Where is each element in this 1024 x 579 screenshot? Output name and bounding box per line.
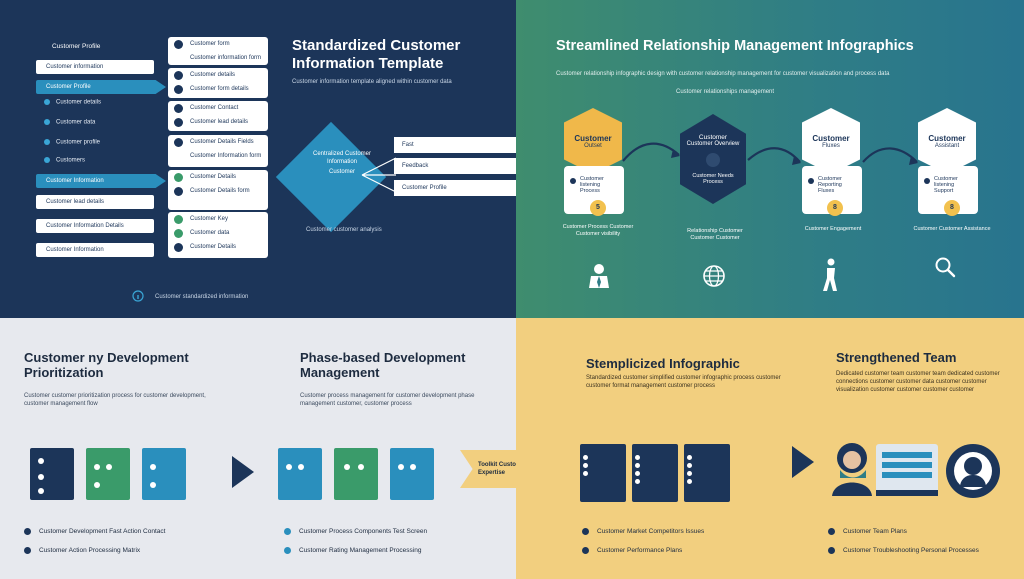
- connector-lines: [361, 157, 397, 193]
- info-icon: [132, 290, 144, 302]
- panel-title: Stemplicized Infographic: [586, 356, 740, 371]
- list-bar: Customer Information: [36, 243, 154, 257]
- panel-text: Customer process management for customer…: [300, 393, 475, 407]
- arrow-bar: Feedback: [394, 158, 516, 174]
- info-card: Customer Details Customer Details form: [168, 170, 268, 210]
- arrow-bar: Customer Profile: [394, 180, 516, 196]
- panel-subtitle: Customer information template aligned wi…: [292, 79, 452, 85]
- bullet-item: Customer Rating Management Processing: [284, 547, 421, 554]
- data-column: [580, 444, 626, 502]
- panel-customer-information: Customer Profile Customer information Cu…: [0, 0, 516, 318]
- panel-title: Standardized Customer Information Templa…: [292, 37, 461, 72]
- phase-block: [278, 448, 322, 500]
- panel-text: Standardized customer simplified custome…: [586, 375, 781, 389]
- panel-subtitle: Customer relationship infographic design…: [556, 71, 890, 77]
- panel-subtitle-2: Customer relationships management: [676, 89, 775, 95]
- step-hexagon: Customer Assistant: [918, 108, 976, 174]
- diamond-caption: Customer customer analysis: [306, 227, 382, 233]
- building-icon: [876, 444, 938, 496]
- panel-development-prioritization: Customer ny Development Prioritization C…: [0, 318, 516, 579]
- magnifier-icon: [935, 257, 956, 278]
- info-card: Customer Contact Customer lead details: [168, 101, 268, 131]
- list-bar: Customer Information Details: [36, 219, 154, 233]
- step-card: Customer listening Support: [918, 166, 978, 214]
- phase-block: [334, 448, 378, 500]
- flow-connector: [862, 147, 918, 165]
- step-caption: Customer Process Customer Customer visib…: [562, 224, 634, 237]
- circle-icon: [174, 104, 183, 113]
- panel-text: Customer customer prioritization process…: [24, 393, 206, 407]
- flow-connector: [747, 147, 801, 165]
- bullet-item: Customer Troubleshooting Personal Proces…: [828, 547, 979, 554]
- circle-icon: [174, 40, 183, 49]
- circle-icon: [174, 243, 183, 252]
- list-bar-highlight: Customer Information: [36, 174, 166, 188]
- bullet-item: Customer Process Components Test Screen: [284, 528, 427, 535]
- arrow-bar: Fast: [394, 137, 516, 153]
- circle-icon: [174, 187, 183, 196]
- info-card: Customer form Customer information form: [168, 37, 268, 65]
- step-caption: Relationship Customer Customer Customer: [687, 228, 743, 241]
- panel-text: Dedicated customer team customer team de…: [836, 371, 1000, 393]
- circle-icon: [174, 118, 183, 127]
- panel-title: Phase-based Development Management: [300, 350, 466, 380]
- info-card: Customer Key Customer data Customer Deta…: [168, 212, 268, 258]
- panel-relationship-management: Streamlined Relationship Management Info…: [516, 0, 1024, 318]
- chevron-right-icon: [232, 456, 254, 488]
- data-column: [632, 444, 678, 502]
- dot-item: Customers: [44, 157, 85, 164]
- bullet-item: Customer Action Processing Matrix: [24, 547, 140, 554]
- list-bar-highlight: Customer Profile: [36, 80, 166, 94]
- bullet-item: Customer Market Competitors Issues: [582, 528, 704, 535]
- phase-block: [86, 448, 130, 500]
- step-caption: Customer Engagement: [804, 226, 862, 232]
- footer-note: Customer standardized information: [155, 294, 249, 300]
- circle-icon: [174, 85, 183, 94]
- step-number: 5: [590, 200, 606, 216]
- phase-block: [142, 448, 186, 500]
- info-card: Customer details Customer form details: [168, 68, 268, 98]
- circle-icon: [174, 173, 183, 182]
- diamond-sublabel: Customer: [328, 169, 355, 175]
- diamond-label: Centralized Customer Information: [312, 151, 372, 165]
- circle-icon: [706, 152, 720, 167]
- person-icon: [589, 264, 609, 288]
- info-card: Customer Details Fields Customer Informa…: [168, 135, 268, 167]
- globe-icon: [703, 265, 725, 287]
- step-number: 8: [944, 200, 960, 216]
- step-hexagon: Customer Outset: [564, 108, 622, 174]
- step-hexagon: Customer Fluxes: [802, 108, 860, 174]
- circle-icon: [174, 71, 183, 80]
- team-member-icon: [832, 443, 872, 496]
- panel-title: Strengthened Team: [836, 350, 957, 365]
- bullet-item: Customer Team Plans: [828, 528, 907, 535]
- data-column: [684, 444, 730, 502]
- phase-block: [390, 448, 434, 500]
- callout-label: Toolkit Customer Expertise: [478, 462, 516, 476]
- list-bar: Customer information: [36, 60, 154, 74]
- step-card: Customer Reporting Fluxes: [802, 166, 862, 214]
- walking-person-icon: [823, 258, 837, 291]
- panel-team-infographic: Stemplicized Infographic Standardized cu…: [516, 318, 1024, 579]
- sidebar-header: Customer Profile: [52, 43, 101, 50]
- panel-title: Customer ny Development Prioritization: [24, 350, 189, 380]
- circle-icon: [174, 138, 183, 147]
- bullet-item: Customer Performance Plans: [582, 547, 682, 554]
- phase-block: [30, 448, 74, 500]
- dot-item: Customer data: [44, 119, 95, 126]
- step-hexagon: Customer Customer Overview Customer Need…: [680, 114, 746, 204]
- flow-connector: [622, 142, 680, 162]
- list-bar: Customer lead details: [36, 195, 154, 209]
- circle-icon: [174, 215, 183, 224]
- step-caption: Customer Customer Assistance: [913, 226, 991, 232]
- circle-icon: [174, 229, 183, 238]
- bullet-item: Customer Development Fast Action Contact: [24, 528, 165, 535]
- step-number: 8: [827, 200, 843, 216]
- dot-item: Customer details: [44, 99, 101, 106]
- chevron-right-icon: [792, 446, 814, 478]
- avatar: [946, 444, 1000, 498]
- dot-item: Customer profile: [44, 139, 100, 146]
- panel-title: Streamlined Relationship Management Info…: [556, 38, 914, 54]
